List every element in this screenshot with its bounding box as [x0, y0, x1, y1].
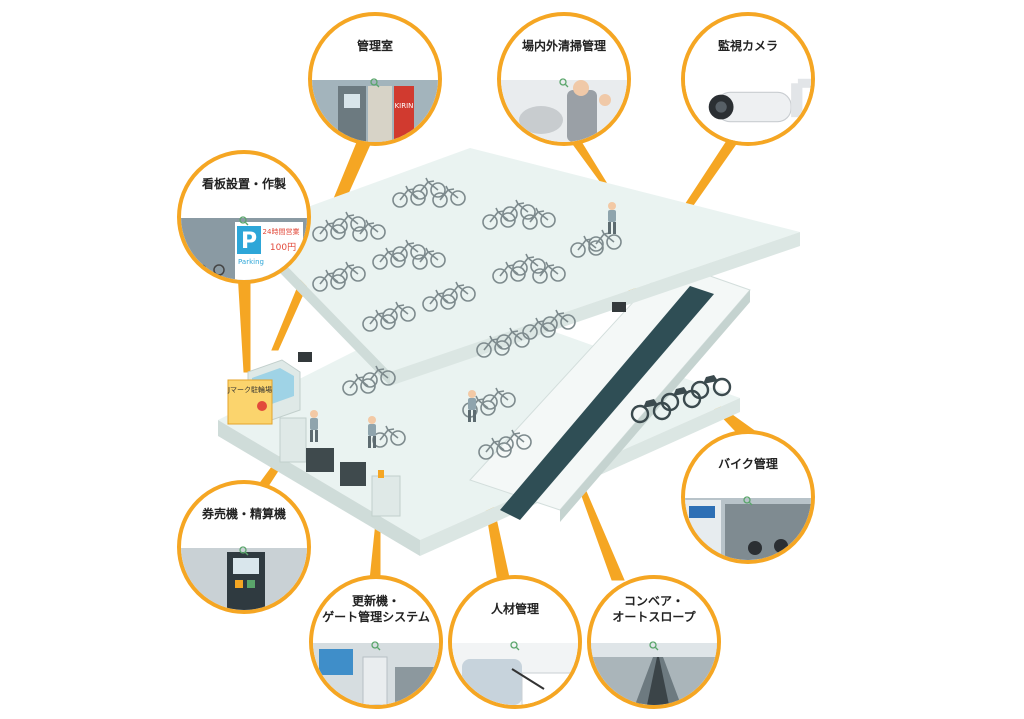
callout-conveyor-slope[interactable]: コンベア・オートスロープ [587, 575, 721, 709]
parking-letter: P [241, 229, 257, 254]
callout-management-room[interactable]: 管理室 KIRIN [308, 12, 442, 146]
callout-label: 人材管理 [490, 602, 539, 616]
callout-label: 監視カメラ [717, 39, 778, 53]
callout-signboard[interactable]: 看板設置・作製 P 24時間営業 100円 Parking [177, 150, 311, 284]
callout-label: バイク管理 [718, 457, 778, 471]
search-icon[interactable] [559, 78, 569, 88]
search-icon[interactable] [649, 641, 659, 651]
gate-system-photo [313, 643, 439, 705]
callout-label-line1: コンベア・ [623, 594, 684, 608]
callout-label-line1: 更新機・ [351, 594, 400, 608]
callout-label: 管理室 [356, 39, 393, 53]
callout-label: コンベア・オートスロープ [591, 593, 717, 625]
management-room-photo: KIRIN [312, 80, 438, 142]
callout-surveillance-camera[interactable]: 監視カメラ [681, 12, 815, 146]
callout-ticket-machine[interactable]: 券売機・精算機 [177, 480, 311, 614]
parking-sign-photo: P 24時間営業 100円 Parking [181, 218, 307, 280]
callout-label: 更新機・ゲート管理システム [313, 593, 439, 625]
parking-hours: 24時間営業 [263, 227, 300, 236]
search-icon[interactable] [371, 641, 381, 651]
callout-label-line2: オートスロープ [612, 610, 696, 624]
entrance-gates [279, 417, 401, 517]
search-icon[interactable] [370, 78, 380, 88]
callout-label: 看板設置・作製 [201, 177, 286, 191]
search-icon[interactable] [239, 216, 249, 226]
upper-floor [250, 148, 800, 386]
camera-photo [685, 72, 811, 142]
search-icon[interactable] [510, 641, 520, 651]
callout-gate-system[interactable]: 更新機・ゲート管理システム [309, 575, 443, 709]
parking-word: Parking [238, 258, 264, 266]
conveyor-slope-photo [591, 643, 717, 705]
ticket-machine-photo [181, 548, 307, 610]
callout-cleaning-management[interactable]: 場内外清掃管理 [497, 12, 631, 146]
search-icon[interactable] [239, 546, 249, 556]
vending-brand-text: KIRIN [395, 102, 414, 110]
callout-motorcycle-management[interactable]: バイク管理 [681, 430, 815, 564]
callout-label-line2: ゲート管理システム [322, 610, 430, 624]
search-icon[interactable] [743, 496, 753, 506]
kiosk-signboard: Jマーク駐輪場 [227, 379, 273, 425]
kiosk-sign-text: Jマーク駐輪場 [227, 385, 272, 394]
cleaning-staff-photo [501, 80, 627, 142]
callout-label: 券売機・精算機 [201, 507, 286, 521]
callout-label: 場内外清掃管理 [521, 39, 606, 53]
staff-management-photo [452, 643, 578, 705]
parking-price: 100円 [270, 242, 296, 253]
motorcycle-lot-photo [685, 498, 811, 560]
callout-staff-management[interactable]: 人材管理 [448, 575, 582, 709]
ceiling-cameras [298, 302, 626, 362]
